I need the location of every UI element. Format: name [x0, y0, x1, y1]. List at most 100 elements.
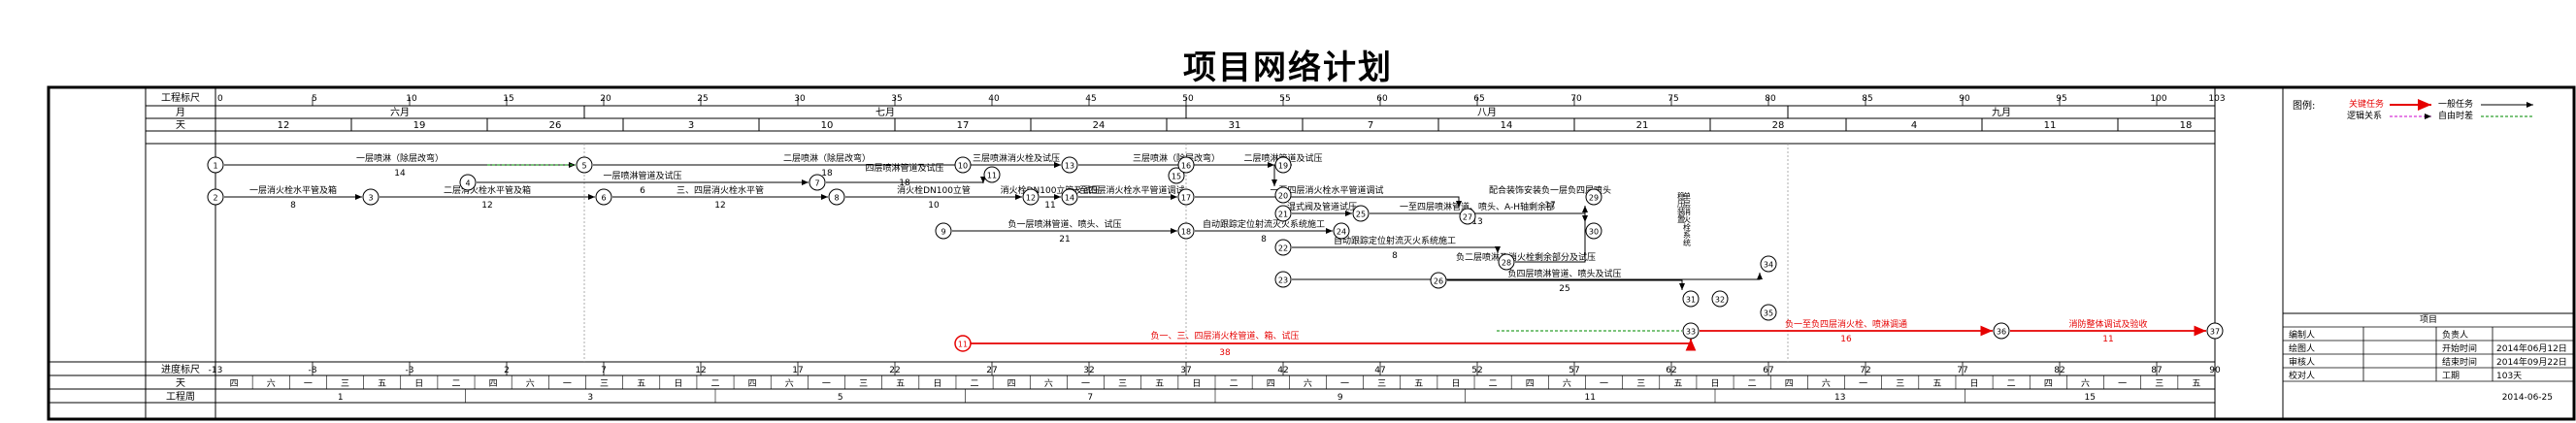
top-scale-tick: 45 [1085, 94, 1096, 104]
week-label: 11 [1585, 393, 1596, 403]
node-circle [983, 166, 1001, 183]
node-number: 37 [2210, 328, 2220, 337]
node-circle [576, 156, 593, 174]
node-circle [1022, 188, 1040, 206]
info-row-value: 2014年09月22日 [2496, 356, 2567, 368]
info-row-label: 编制人 [2289, 329, 2315, 341]
task-name: 三层喷淋消火栓及试压 [973, 152, 1060, 164]
network-node: 11 [983, 166, 1001, 183]
legend-label: 图例: [2293, 99, 2315, 112]
network-node: 33 [1682, 322, 1700, 340]
weekday-label: 五 [1673, 379, 1682, 389]
bottom-scale-tick: 90 [2209, 366, 2221, 375]
day-label: 19 [413, 120, 426, 131]
weekday-label: 三 [1636, 379, 1645, 389]
node-circle [1177, 222, 1195, 240]
network-node: 2 [207, 188, 224, 206]
weekday-label: 二 [1748, 379, 1757, 389]
arrow-path [1292, 273, 1763, 280]
network-node: 9 [935, 222, 952, 240]
network-node: 26 [1430, 272, 1447, 289]
info-project-label: 项目 [2420, 314, 2437, 325]
network-node: 35 [1760, 304, 1777, 321]
top-scale-tick: 70 [1570, 94, 1582, 104]
bottom-scale-tick: 62 [1666, 366, 1676, 375]
row-label-weekday: 天 [176, 378, 185, 389]
task-duration: 18 [899, 179, 910, 188]
row-label-month: 月 [176, 107, 185, 118]
task-name: 一层消火栓水平管及箱 [249, 184, 337, 196]
info-row-label: 审核人 [2289, 356, 2315, 368]
network-node: 34 [1760, 255, 1777, 273]
node-circle [1352, 205, 1370, 222]
weekday-label: 二 [1230, 379, 1238, 389]
node-circle [459, 174, 477, 191]
network-node: 19 [1274, 156, 1292, 174]
task-name: 一至四层喷淋管道、喷头、A-H轴剩余部 [1400, 201, 1555, 212]
row-label-week: 工程周 [166, 391, 195, 403]
network-node: 1 [207, 156, 224, 174]
bottom-scale-tick: 42 [1277, 366, 1288, 375]
network-node: 21 [1274, 205, 1292, 222]
chart-frame [47, 85, 2576, 421]
weekday-label: 四 [748, 379, 757, 389]
node-circle [1061, 156, 1078, 174]
node-circle [207, 188, 224, 206]
weekday-label: 一 [1600, 379, 1608, 389]
weekday-label: 日 [1192, 378, 1201, 389]
top-scale-tick: 75 [1668, 94, 1678, 104]
weekday-label: 五 [637, 379, 645, 389]
weekday-label: 二 [710, 379, 719, 389]
info-row-field: 结束时间 [2442, 356, 2477, 368]
node-circle [1430, 272, 1447, 289]
network-node: 32 [1711, 290, 1729, 308]
network-node: 27 [1459, 208, 1476, 225]
node-circle [935, 222, 952, 240]
day-label: 7 [1368, 120, 1373, 131]
node-number: 29 [1589, 194, 1599, 203]
info-row-label: 校对人 [2289, 370, 2315, 381]
node-number: 8 [834, 194, 839, 203]
node-circle [595, 188, 612, 206]
task-arrow: 负二层喷淋及消火栓剩余部分及试压 [1292, 251, 1763, 280]
weekday-label: 四 [230, 379, 239, 389]
bottom-scale-tick: 27 [986, 366, 997, 375]
node-circle [1168, 167, 1185, 184]
weekday-label: 二 [2007, 379, 2016, 389]
weekday-label: 一 [822, 379, 831, 389]
node-number: 13 [1065, 162, 1074, 171]
node-number: 22 [1278, 244, 1288, 253]
node-number: 5 [581, 162, 586, 171]
task-name: 三层喷淋（除层改弯） [1133, 152, 1220, 164]
top-scale-tick: 35 [891, 94, 902, 104]
top-scale-tick: 25 [697, 94, 708, 104]
node-number: 20 [1278, 192, 1288, 201]
weekday-label: 日 [933, 378, 941, 389]
network-node: 8 [828, 188, 845, 206]
node-number: 25 [1356, 211, 1366, 219]
bottom-scale-tick: -13 [209, 366, 223, 375]
node-circle [1274, 205, 1292, 222]
day-label: 21 [1636, 120, 1649, 131]
node-number: 15 [1172, 173, 1181, 181]
task-name: 负二层喷淋及消火栓剩余部分及试压 [1456, 251, 1596, 263]
node-circle [1274, 186, 1292, 204]
network-node: 6 [595, 188, 612, 206]
task-arrow: 湿式阀及管道试压 [1287, 201, 1357, 216]
weekday-label: 五 [1414, 379, 1423, 389]
weekday-label: 二 [451, 379, 460, 389]
day-label: 3 [688, 120, 694, 131]
network-node: 22 [1274, 239, 1292, 256]
weekday-label: 五 [378, 379, 386, 389]
task-duration: 11 [2102, 335, 2113, 344]
task-duration: 6 [640, 186, 645, 196]
info-row-value: 2014年06月12日 [2496, 342, 2567, 354]
weekday-label: 一 [1340, 379, 1349, 389]
info-row-value: 103天 [2496, 372, 2522, 381]
